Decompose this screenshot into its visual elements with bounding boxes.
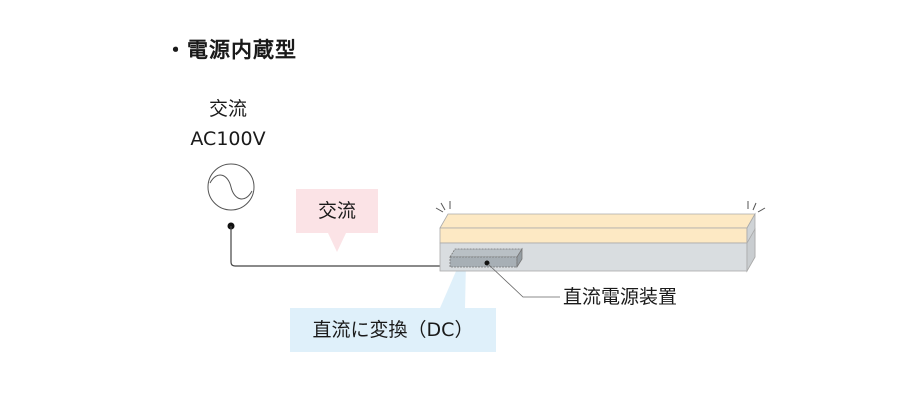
ac-source-type: 交流 xyxy=(208,98,247,120)
ac-callout: 交流 xyxy=(296,189,378,233)
ac-source-icon xyxy=(207,163,255,211)
dc-conversion-callout: 直流に変換（DC） xyxy=(290,308,496,352)
ac-callout-pointer xyxy=(328,233,346,252)
dc-power-device-label: 直流電源装置 xyxy=(563,286,678,308)
device-leader-line xyxy=(487,263,560,298)
power-wire xyxy=(227,222,440,267)
dc-power-unit xyxy=(449,247,523,269)
ac-source-label: 交流 AC100V xyxy=(178,94,278,154)
glow-marks-left xyxy=(435,201,451,213)
glow-marks-right xyxy=(747,201,766,213)
section-title: ・電源内蔵型 xyxy=(165,38,297,62)
ac-source-voltage: AC100V xyxy=(190,128,266,150)
dc-callout-pointer xyxy=(440,262,466,308)
